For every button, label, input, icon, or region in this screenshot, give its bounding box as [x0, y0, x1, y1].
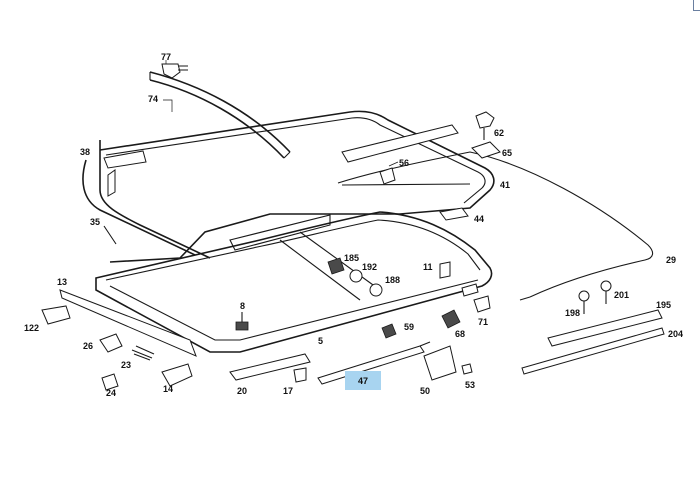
- strip-195: [547, 309, 663, 347]
- strip-47: [317, 341, 431, 385]
- label-47-highlighted[interactable]: 47: [358, 376, 368, 386]
- highlight-box: [345, 371, 381, 390]
- label-11: 11: [423, 262, 433, 272]
- clip-122: [41, 305, 71, 325]
- bracket-14: [161, 363, 193, 387]
- label-198: 198: [565, 308, 580, 318]
- label-29: 29: [666, 255, 676, 265]
- label-8: 8: [240, 301, 245, 311]
- screw-77: [161, 63, 188, 79]
- clip-65: [471, 141, 501, 159]
- label-20: 20: [237, 386, 247, 396]
- block-50: [423, 345, 457, 381]
- screw-59: [381, 323, 397, 339]
- glass-panel-29: [337, 151, 654, 301]
- screw-68: [441, 309, 461, 329]
- label-195: 195: [656, 300, 671, 310]
- label-122: 122: [24, 323, 39, 333]
- label-56: 56: [399, 158, 409, 168]
- label-13: 13: [57, 277, 67, 287]
- screw-53: [461, 363, 473, 375]
- block-44: [439, 207, 469, 221]
- label-65: 65: [502, 148, 512, 158]
- label-5: 5: [318, 336, 323, 346]
- lead-74: [163, 99, 173, 112]
- strip-20: [229, 353, 311, 381]
- fitting-185: [327, 257, 345, 275]
- label-62: 62: [494, 128, 504, 138]
- screw-8: [235, 312, 249, 331]
- label-38: 38: [80, 147, 90, 157]
- label-41: 41: [500, 180, 510, 190]
- screw-198: [578, 290, 590, 314]
- label-24: 24: [106, 388, 116, 398]
- corner-marker: [693, 0, 700, 11]
- bar-56: [341, 124, 459, 185]
- label-23: 23: [121, 360, 131, 370]
- strip-204: [521, 327, 665, 375]
- label-44: 44: [474, 214, 484, 224]
- screw-201: [600, 280, 612, 304]
- clip-17: [293, 367, 307, 383]
- label-26: 26: [83, 341, 93, 351]
- label-68: 68: [455, 329, 465, 339]
- cable-35: [103, 225, 117, 245]
- screw-62: [475, 111, 495, 140]
- label-53: 53: [465, 380, 475, 390]
- label-204: 204: [668, 329, 683, 339]
- lead-56: [388, 161, 399, 167]
- clip-24: [101, 373, 119, 391]
- upper-frame-41: [99, 110, 495, 263]
- label-201: 201: [614, 290, 629, 300]
- washer-192: [349, 269, 363, 283]
- label-35: 35: [90, 217, 100, 227]
- label-188: 188: [385, 275, 400, 285]
- label-59: 59: [404, 322, 414, 332]
- washer-188: [369, 283, 383, 297]
- clip-71: [461, 283, 491, 313]
- label-192: 192: [362, 262, 377, 272]
- label-74: 74: [148, 94, 158, 104]
- rail-74: [149, 71, 291, 159]
- pin-11: [439, 261, 451, 279]
- rail-13: [59, 289, 197, 357]
- label-77: 77: [161, 52, 171, 62]
- spring-23: [131, 345, 155, 361]
- label-71: 71: [478, 317, 488, 327]
- seal-strip-38: [82, 140, 211, 259]
- label-17: 17: [283, 386, 293, 396]
- label-50: 50: [420, 386, 430, 396]
- label-185: 185: [344, 253, 359, 263]
- label-14: 14: [163, 384, 173, 394]
- block-26: [99, 333, 123, 353]
